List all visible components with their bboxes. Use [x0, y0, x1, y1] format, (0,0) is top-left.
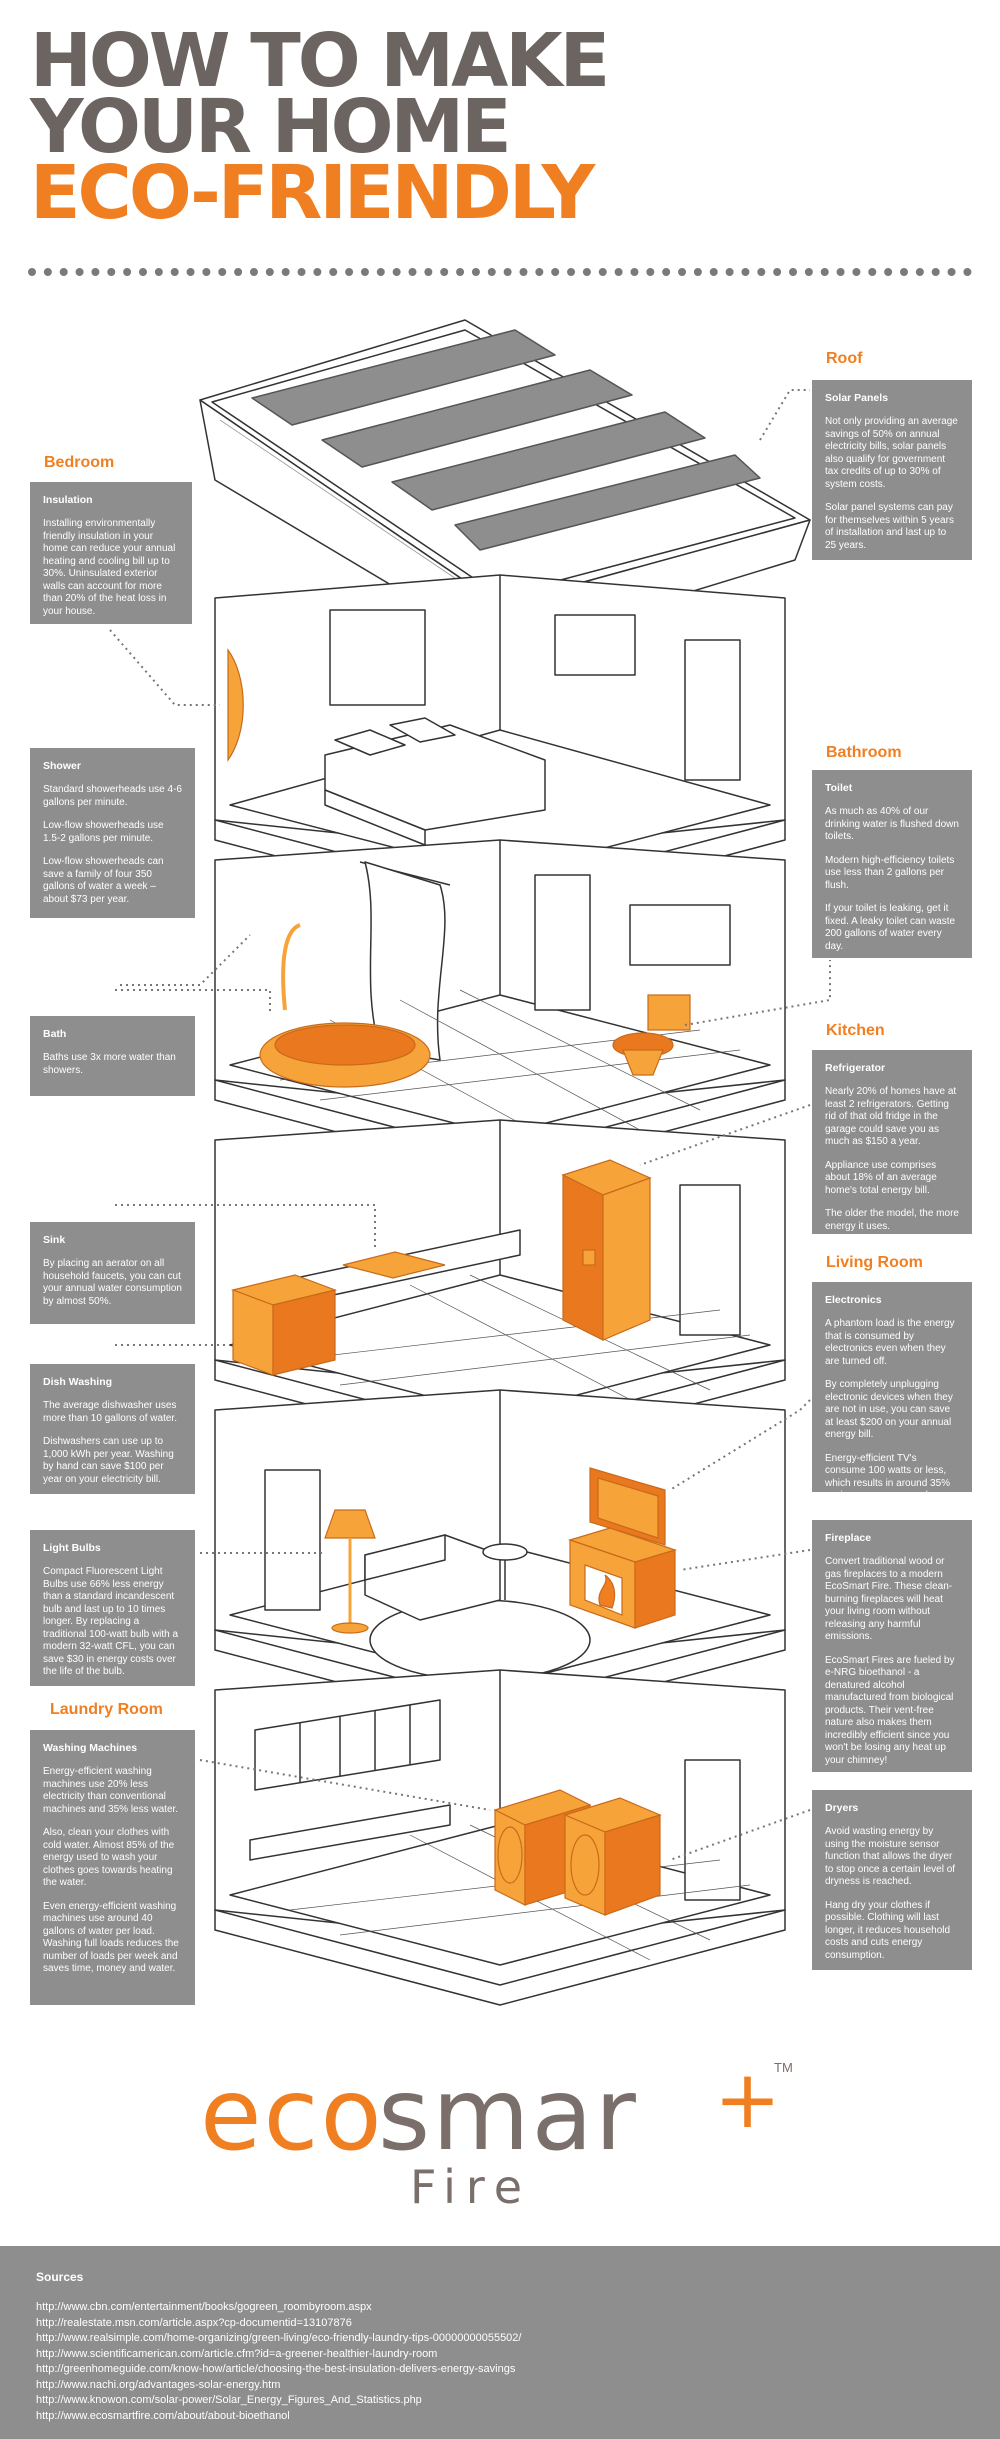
toilet-shape	[612, 994, 691, 1076]
bedroom-floor	[214, 574, 786, 916]
source-link[interactable]: http://greenhomeguide.com/know-how/artic…	[36, 2363, 516, 2375]
bed	[324, 717, 546, 846]
section-laundry-room: Laundry Room	[50, 1701, 163, 1718]
refrigerator-shape	[561, 1159, 652, 1341]
box-text: By completely unplugging electronic devi…	[825, 1379, 953, 1440]
fireplace-box: Fireplace Convert traditional wood or ga…	[812, 1520, 972, 1772]
box-title: Insulation	[43, 494, 93, 506]
box-text: Energy-efficient TV's consume 100 watts …	[825, 1452, 951, 1514]
sources-footer: Sources http://www.cbn.com/entertainment…	[0, 2246, 1000, 2439]
section-bedroom: Bedroom	[44, 454, 115, 471]
box-title: Dryers	[825, 1802, 859, 1814]
box-title: Sink	[43, 1234, 66, 1246]
dryers-box: Dryers Avoid wasting energy by using the…	[812, 1790, 972, 1970]
logo-plus: +	[714, 2053, 782, 2146]
title-line-2: YOUR HOME	[30, 84, 512, 170]
source-link[interactable]: http://www.knowon.com/solar-power/Solar_…	[36, 2394, 422, 2406]
box-text: Avoid wasting energy by using the moistu…	[825, 1826, 956, 1887]
box-text: Nearly 20% of homes have at least 2 refr…	[825, 1086, 957, 1147]
box-text: Also, clean your clothes with cold water…	[43, 1827, 175, 1888]
box-text: Modern high-efficiency toilets use less …	[825, 854, 955, 891]
logo-fire: Fire	[410, 2160, 533, 2214]
section-living-room: Living Room	[826, 1254, 923, 1271]
source-link[interactable]: http://www.scientificamerican.com/articl…	[36, 2347, 438, 2360]
solar-panel-row-1	[251, 329, 761, 551]
box-title: Electronics	[825, 1294, 882, 1306]
box-text: Compact Fluorescent Light Bulbs use 66% …	[43, 1566, 179, 1677]
box-title: Bath	[43, 1028, 67, 1040]
logo-trademark: TM	[774, 2060, 793, 2075]
logo-smar: smar	[378, 2056, 638, 2173]
box-title: Washing Machines	[43, 1742, 138, 1754]
dishwasher-shape	[230, 1274, 338, 1376]
box-text: Energy-efficient washing machines use 20…	[43, 1766, 179, 1815]
box-text: Standard showerheads use 4-6 gallons per…	[43, 784, 182, 808]
shower-box: Shower Standard showerheads use 4-6 gall…	[30, 748, 195, 918]
box-text: Appliance use comprises about 18% of an …	[825, 1159, 937, 1196]
box-title: Shower	[43, 760, 81, 772]
box-text: As much as 40% of our drinking water is …	[825, 806, 959, 842]
box-title: Light Bulbs	[43, 1542, 101, 1554]
source-link[interactable]: http://www.ecosmartfire.com/about/about-…	[36, 2409, 290, 2422]
sources-title: Sources	[36, 2270, 84, 2284]
box-text: By placing an aerator on all household f…	[43, 1258, 182, 1307]
box-text: Low-flow showerheads use 1.5-2 gallons p…	[43, 820, 164, 844]
sink-box: Sink By placing an aerator on all househ…	[30, 1222, 195, 1324]
insulation-box: Insulation Installing environmentally fr…	[30, 482, 192, 624]
refrigerator-box: Refrigerator Nearly 20% of homes have at…	[812, 1050, 972, 1234]
box-text: Installing environmentally friendly insu…	[43, 518, 176, 617]
sofa	[364, 1534, 501, 1621]
source-link[interactable]: http://www.cbn.com/entertainment/books/g…	[36, 2301, 372, 2313]
ecosmart-fire-logo: eco smar + TM Fire	[0, 2060, 1000, 2220]
electronics-box: Electronics A phantom load is the energy…	[812, 1282, 972, 1514]
box-text: The older the model, the more energy it …	[825, 1208, 959, 1232]
box-title: Solar Panels	[825, 392, 889, 404]
box-text: Low-flow showerheads can save a family o…	[43, 856, 164, 905]
box-text: Convert traditional wood or gas fireplac…	[825, 1556, 953, 1642]
box-title: Refrigerator	[825, 1062, 886, 1074]
logo-eco: eco	[200, 2056, 384, 2173]
title-line-1: HOW TO MAKE	[30, 18, 610, 104]
section-bathroom: Bathroom	[826, 744, 902, 761]
source-link[interactable]: http://www.realsimple.com/home-organizin…	[36, 2332, 522, 2344]
light-bulbs-box: Light Bulbs Compact Fluorescent Light Bu…	[30, 1530, 195, 1686]
solar-panels-box: Solar Panels Not only providing an avera…	[812, 380, 972, 560]
box-text: Solar panel systems can pay for themselv…	[825, 502, 954, 551]
showerhead	[281, 923, 301, 1011]
box-text: A phantom load is the energy that is con…	[825, 1318, 955, 1367]
box-title: Dish Washing	[43, 1376, 113, 1388]
source-link[interactable]: http://realestate.msn.com/article.aspx?c…	[36, 2316, 352, 2329]
box-text: If your toilet is leaking, get it fixed.…	[825, 903, 956, 952]
box-text: EcoSmart Fires are fueled by e-NRG bioet…	[825, 1654, 955, 1766]
box-text: Hang dry your clothes if possible. Cloth…	[825, 1899, 951, 1961]
lamp-shape	[324, 1509, 376, 1634]
washer-dryer-shape	[493, 1789, 662, 1916]
washing-machines-box: Washing Machines Energy-efficient washin…	[30, 1730, 195, 2005]
box-text: Baths use 3x more water than showers.	[43, 1052, 176, 1076]
box-text: Even energy-efficient washing machines u…	[43, 1900, 179, 1975]
tv-shape	[589, 1467, 666, 1546]
section-roof: Roof	[826, 350, 863, 367]
fireplace-shape	[568, 1527, 677, 1629]
dotted-divider	[28, 268, 972, 276]
section-kitchen: Kitchen	[826, 1022, 885, 1039]
title-line-3: ECO-FRIENDLY	[30, 150, 595, 236]
box-title: Toilet	[825, 782, 853, 794]
page-title: HOW TO MAKE YOUR HOME ECO-FRIENDLY	[30, 18, 730, 236]
source-link[interactable]: http://www.nachi.org/advantages-solar-en…	[36, 2378, 281, 2391]
box-text: Not only providing an average savings of…	[825, 416, 958, 490]
sink-shape	[342, 1251, 446, 1279]
toilet-box: Toilet As much as 40% of our drinking wa…	[812, 770, 972, 958]
insulation-shape	[227, 648, 244, 762]
box-title: Fireplace	[825, 1532, 872, 1544]
house-illustration	[109, 319, 831, 2006]
dish-washing-box: Dish Washing The average dishwasher uses…	[30, 1364, 195, 1494]
box-text: Dishwashers can use up to 1,000 kWh per …	[43, 1436, 174, 1485]
bath-box: Bath Baths use 3x more water than shower…	[30, 1016, 195, 1096]
box-text: The average dishwasher uses more than 10…	[43, 1400, 177, 1424]
